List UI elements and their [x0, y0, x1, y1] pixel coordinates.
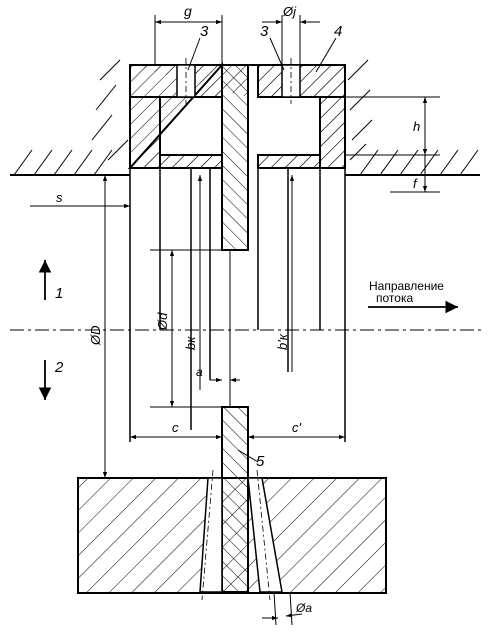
label-a-hole: Øa — [295, 601, 312, 615]
dimension-lines — [30, 15, 440, 626]
label-a: a — [196, 365, 203, 379]
label-s: s — [56, 190, 63, 205]
callout-2: 2 — [54, 359, 64, 376]
carrier-ring — [127, 58, 346, 169]
label-bk-prime: b'к — [275, 333, 290, 350]
callout-3a: 3 — [200, 23, 209, 40]
label-h: h — [413, 119, 420, 134]
label-g: g — [184, 3, 192, 19]
flow-direction-arrows — [38, 260, 458, 400]
pipe-bore — [129, 168, 346, 442]
label-j: Øj — [282, 4, 297, 19]
label-c-prime: c' — [292, 420, 302, 435]
callout-3b: 3 — [260, 23, 269, 40]
label-d: Ød — [155, 312, 170, 331]
flow-label-line1: Направление — [369, 279, 444, 293]
upper-wall — [10, 59, 480, 176]
flow-label-line2: потока — [376, 291, 413, 305]
callout-5: 5 — [256, 453, 265, 470]
lower-wall — [77, 469, 387, 601]
label-f: f — [413, 176, 418, 191]
label-bk: bк — [183, 336, 198, 350]
callout-1: 1 — [55, 285, 63, 302]
callout-4: 4 — [334, 23, 342, 40]
label-c: c — [172, 420, 179, 435]
label-D: ØD — [88, 326, 103, 347]
